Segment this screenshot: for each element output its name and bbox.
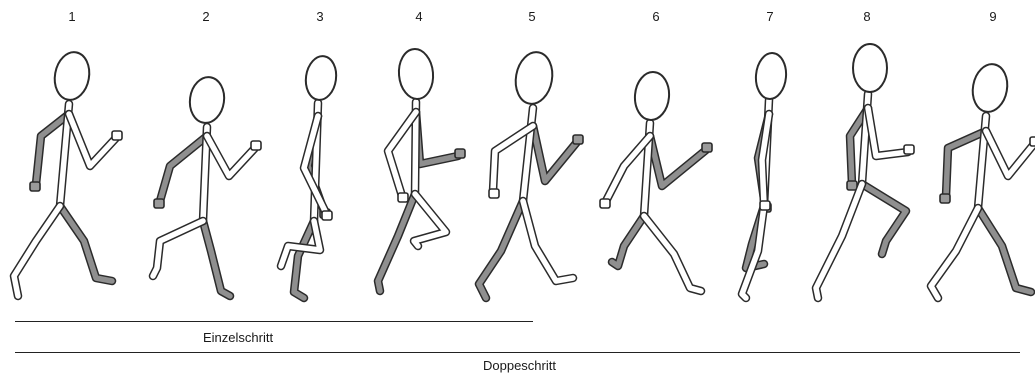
back-leg bbox=[373, 189, 420, 296]
back-fist bbox=[846, 180, 858, 191]
back-arm bbox=[31, 109, 74, 189]
walk-figure-5 bbox=[474, 36, 586, 306]
front-leg bbox=[811, 179, 867, 303]
frame-number: 9 bbox=[989, 9, 997, 24]
front-leg bbox=[518, 196, 578, 286]
walk-figure-7 bbox=[713, 36, 823, 306]
front-leg bbox=[926, 203, 983, 303]
front-arm bbox=[863, 103, 913, 161]
back-leg bbox=[607, 211, 649, 271]
walk-figure-1 bbox=[9, 36, 123, 306]
back-arm bbox=[845, 103, 873, 189]
back-fist bbox=[939, 193, 951, 204]
front-leg bbox=[9, 201, 65, 301]
frame-number: 7 bbox=[766, 9, 774, 24]
frame-number: 1 bbox=[68, 9, 76, 24]
front-fist bbox=[488, 188, 500, 199]
front-fist bbox=[250, 140, 262, 151]
front-leg bbox=[409, 189, 451, 251]
head bbox=[397, 48, 435, 100]
head bbox=[633, 71, 671, 121]
back-arm bbox=[411, 107, 463, 169]
front-leg bbox=[737, 201, 769, 303]
front-fist bbox=[759, 200, 771, 211]
head bbox=[754, 52, 788, 100]
back-leg bbox=[289, 216, 319, 303]
single-step-line bbox=[15, 321, 533, 322]
back-fist bbox=[701, 142, 713, 153]
walk-figure-9 bbox=[926, 36, 1035, 306]
front-fist bbox=[1029, 136, 1035, 147]
walk-figure-3 bbox=[261, 36, 371, 306]
frame-number: 6 bbox=[652, 9, 660, 24]
back-arm bbox=[155, 131, 212, 206]
single-step-label: Einzelschritt bbox=[203, 330, 274, 345]
back-fist bbox=[153, 198, 165, 209]
frame-number: 2 bbox=[202, 9, 210, 24]
frame-number: 3 bbox=[316, 9, 324, 24]
front-leg bbox=[148, 216, 208, 281]
head bbox=[971, 63, 1009, 113]
double-step-label: Doppeschritt bbox=[483, 358, 556, 373]
head bbox=[304, 55, 338, 101]
back-leg bbox=[474, 196, 528, 303]
front-leg bbox=[639, 211, 706, 296]
front-arm bbox=[202, 131, 260, 181]
back-leg bbox=[857, 179, 911, 259]
front-fist bbox=[599, 198, 611, 209]
frame-number: 8 bbox=[863, 9, 871, 24]
head bbox=[188, 76, 226, 124]
back-leg bbox=[198, 216, 235, 301]
front-arm bbox=[299, 111, 331, 218]
walk-figure-8 bbox=[811, 36, 921, 306]
back-fist bbox=[572, 134, 584, 145]
double-step-line bbox=[15, 352, 1020, 353]
front-arm bbox=[488, 121, 538, 196]
head bbox=[852, 43, 888, 93]
head bbox=[514, 51, 554, 105]
front-arm bbox=[383, 107, 421, 201]
head bbox=[53, 51, 91, 101]
walk-figure-4 bbox=[365, 36, 475, 306]
back-leg bbox=[55, 201, 117, 286]
front-fist bbox=[321, 210, 333, 221]
torso bbox=[518, 103, 538, 206]
back-arm bbox=[528, 121, 582, 186]
back-leg bbox=[973, 203, 1035, 297]
front-arm bbox=[757, 109, 774, 209]
back-arm bbox=[941, 126, 991, 201]
back-arm bbox=[645, 131, 711, 191]
walk-figure-2 bbox=[148, 36, 262, 306]
front-arm bbox=[601, 131, 655, 206]
walk-figure-6 bbox=[599, 36, 713, 306]
front-fist bbox=[111, 130, 123, 141]
front-arm bbox=[981, 126, 1035, 181]
frame-number: 4 bbox=[415, 9, 423, 24]
front-fist bbox=[903, 144, 915, 155]
front-fist bbox=[397, 192, 409, 203]
back-fist bbox=[454, 148, 466, 159]
front-arm bbox=[64, 109, 121, 171]
frame-number: 5 bbox=[528, 9, 536, 24]
back-fist bbox=[29, 181, 41, 192]
front-leg bbox=[276, 216, 325, 271]
